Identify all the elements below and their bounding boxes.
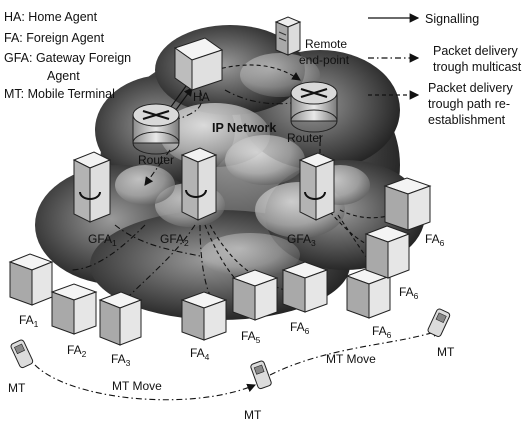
legend-label: Packet delivery: [428, 81, 514, 95]
router-label: Router: [287, 131, 323, 145]
remote-label: end-point: [299, 53, 350, 67]
legend-label: Signalling: [425, 12, 479, 26]
line-legend: [368, 13, 420, 100]
fa-label: FA1: [19, 313, 39, 329]
multicast-path: [69, 224, 146, 271]
fa-box-5: [231, 269, 279, 321]
fa-box-1: [8, 253, 54, 306]
legend-label: trough path re-: [428, 97, 510, 111]
gfa-tower-3: [298, 152, 336, 221]
legend-label: trough multicast: [433, 60, 522, 74]
legend-label: Packet delivery: [433, 44, 519, 58]
fa-box-2: [50, 283, 98, 335]
key-list: HA: Home Agent FA: Foreign Agent GFA: Ga…: [4, 10, 131, 101]
home-agent-box: [173, 37, 224, 91]
gfa-label: GFA2: [160, 232, 189, 248]
remote-endpoint-server: [274, 16, 302, 56]
key-entry: HA: Home Agent: [4, 10, 98, 24]
fa-box-6d: [383, 177, 432, 231]
mobile-terminal-icon: [427, 308, 451, 337]
fa-box-6a: [281, 261, 329, 313]
fa-box-6b: [345, 267, 392, 319]
fa-box-4: [180, 291, 228, 341]
router-right: [290, 81, 338, 133]
path-reestablishment: [329, 211, 393, 251]
mt-label: MT: [437, 345, 455, 359]
fa-box-6c: [364, 225, 411, 279]
key-entry: Agent: [47, 69, 80, 83]
mt-label: MT: [244, 408, 262, 422]
multicast-path: [199, 224, 211, 296]
mt-move-arc: [269, 328, 442, 376]
remote-label: Remote: [305, 37, 347, 51]
fa-label: FA6: [425, 232, 445, 248]
multicast-path: [114, 224, 201, 257]
key-entry: MT: Mobile Terminal: [4, 87, 115, 101]
fa-label: FA4: [190, 346, 210, 362]
fa-box-3: [98, 291, 143, 346]
fa-label: FA2: [67, 343, 87, 359]
key-entry: FA: Foreign Agent: [4, 31, 105, 45]
fa-label: FA5: [241, 329, 261, 345]
gfa-tower-1: [72, 151, 112, 223]
mobile-terminal-icon: [10, 339, 34, 369]
key-entry: GFA: Gateway Foreign: [4, 51, 131, 65]
fa-label: FA3: [111, 352, 131, 368]
fa-label: FA6: [372, 324, 392, 340]
mt-move-label: MT Move: [112, 379, 162, 393]
mt-label: MT: [8, 381, 26, 395]
router-left: [132, 103, 180, 155]
mobile-terminal-icon: [250, 360, 272, 390]
fa-label: FA6: [399, 285, 419, 301]
line-legend-labels: Signalling Packet delivery trough multic…: [425, 12, 522, 127]
legend-label: establishment: [428, 113, 506, 127]
gfa-label: GFA3: [287, 232, 316, 248]
ha-label: HA: [193, 90, 210, 104]
mt-move-label: MT Move: [326, 352, 376, 366]
gfa-label: GFA1: [88, 232, 117, 248]
multicast-path: [174, 89, 203, 121]
router-label: Router: [138, 153, 174, 167]
fa-label: FA6: [290, 320, 310, 336]
ip-network-label: IP Network: [212, 121, 276, 135]
gfa-tower-2: [180, 147, 218, 221]
